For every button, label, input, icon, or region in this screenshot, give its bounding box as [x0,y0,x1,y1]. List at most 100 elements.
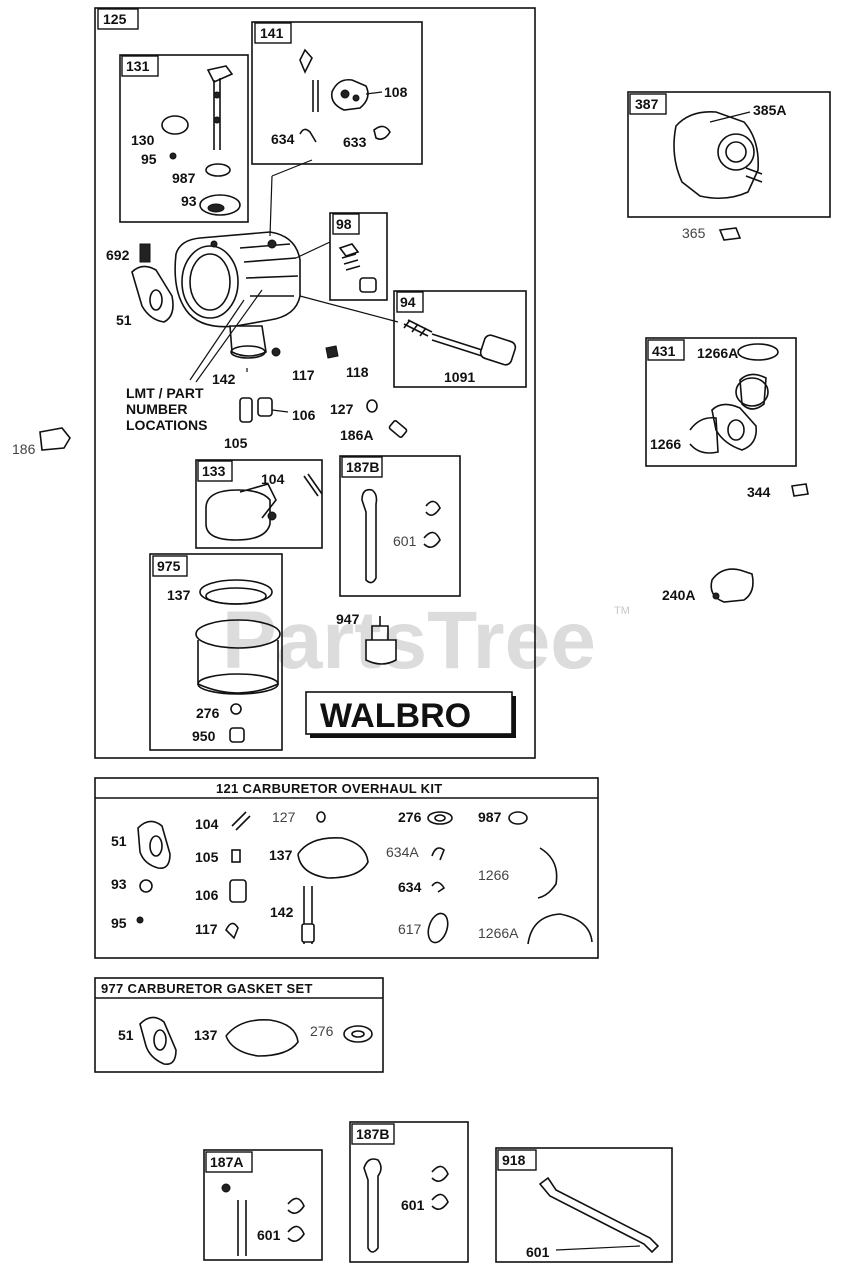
kit-93-icon [139,879,153,893]
walbro-badge: WALBRO [305,691,516,738]
group-125-tag [97,8,139,30]
part-117: 117 [292,367,315,383]
kit-93-label: 93 [111,876,127,892]
group-187b-lower[interactable]: 187B 601 [349,1121,469,1263]
overhaul-kit[interactable]: 121 CARBURETOR OVERHAUL KIT 51 104 127 2… [94,777,599,959]
throttle-plate [161,115,189,135]
gasket-set-frame [94,977,384,1073]
kit-142-label: 142 [270,904,294,920]
kit-104-label: 104 [195,816,219,832]
kit-137-label: 137 [269,847,293,863]
part-240a-group[interactable]: 240A [662,568,754,603]
kit-pin-104-icon [231,811,247,827]
group-918[interactable]: 918 601 [495,1147,673,1263]
part-344: 344 [747,484,771,500]
part-93: 93 [181,193,197,209]
overhaul-kit-frame [94,777,599,959]
gasket-set-title: 977 CARBURETOR GASKET SET [101,981,313,996]
part-692-icon [139,243,151,263]
note-line-2: NUMBER [126,401,187,417]
group-431-tag [647,339,685,361]
group-125[interactable]: 125 [94,7,536,759]
part-104: 104 [261,471,285,487]
part-106: 106 [292,407,316,423]
spring-633 [373,125,391,140]
clamps-187a-icon [287,1197,305,1242]
group-975-frame [149,553,283,751]
fuel-line-918-icon [538,1176,660,1254]
group-918-frame [495,1147,673,1263]
group-131[interactable]: 131 130 95 987 93 [119,54,249,223]
gasket-51-icon [139,1016,177,1066]
gasket-51-label: 51 [118,1027,134,1043]
part-127: 127 [330,401,354,417]
part-95: 95 [141,151,157,167]
group-187b-lower-frame [349,1121,469,1263]
kit-142-icon [301,886,315,944]
part-947: 947 [336,611,360,627]
group-141[interactable]: 141 108 634 633 [251,21,423,165]
group-94[interactable]: 94 1091 [393,290,527,388]
kit-1266-icon [537,847,558,899]
nut-950-icon [229,727,245,743]
group-187b-lower-tag [351,1123,395,1145]
gasket-set[interactable]: 977 CARBURETOR GASKET SET 51 137 276 [94,977,384,1073]
part-186a: 186A [340,427,373,443]
kit-95-label: 95 [111,915,127,931]
group-131-tag [121,55,159,77]
group-975[interactable]: 975 137 276 950 [149,553,283,751]
group-431-frame [645,337,797,467]
carburetor-body [174,159,399,383]
group-387-frame [627,91,831,218]
group-187b-upper[interactable]: 187B 601 [339,455,461,597]
group-98-frame [329,212,388,301]
gasket-137-label: 137 [194,1027,218,1043]
part-105-icon [239,397,253,423]
kit-gasket-51-icon [137,820,171,870]
fuel-solenoid-icon [365,639,397,665]
part-987: 987 [172,170,196,186]
group-187a-frame [203,1149,323,1261]
group-431[interactable]: 431 1266A 1266 [645,337,797,467]
kit-105-label: 105 [195,849,219,865]
fuel-line-lower-icon [363,1158,382,1253]
group-141-frame [251,21,423,165]
seal-987 [205,163,231,177]
group-133-label: 133 [202,463,226,479]
kit-617-icon [427,912,449,944]
part-601-b: 601 [401,1197,425,1213]
mixture-knob-1091 [479,334,517,366]
group-98[interactable]: 98 [329,212,388,301]
kit-127-icon [316,811,326,823]
group-187b-upper-label: 187B [346,459,379,475]
group-187a-tag [205,1151,253,1173]
group-133-tag [197,460,233,482]
part-105: 105 [224,435,248,451]
gasket-276-label: 276 [310,1023,334,1039]
part-137: 137 [167,587,191,603]
kit-1266a-label: 1266A [478,925,519,941]
part-601: 601 [393,533,417,549]
walbro-label: WALBRO [320,697,471,735]
group-187a[interactable]: 187A 601 [203,1149,323,1261]
washer-276-icon [230,703,242,715]
part-947-group[interactable]: 947 [336,611,397,665]
choke-shaft-end [299,48,313,74]
gasket-51-icon [131,265,174,323]
group-387[interactable]: 387 385A 365 [627,91,831,241]
watermark: PartsTree [222,595,596,686]
kit-617-label: 617 [398,921,422,937]
kit-95-icon [136,916,144,924]
part-240a: 240A [662,587,695,603]
group-918-label: 918 [502,1152,526,1168]
part-365: 365 [682,225,706,241]
pin-104-icon [303,475,319,497]
idle-spring [338,243,361,271]
group-975-tag [152,555,188,577]
group-133[interactable]: 133 104 [195,459,323,549]
kit-106-label: 106 [195,887,219,903]
clamps-icon [423,500,441,548]
part-601-c: 601 [526,1244,550,1260]
group-187b-upper-tag [341,456,383,478]
